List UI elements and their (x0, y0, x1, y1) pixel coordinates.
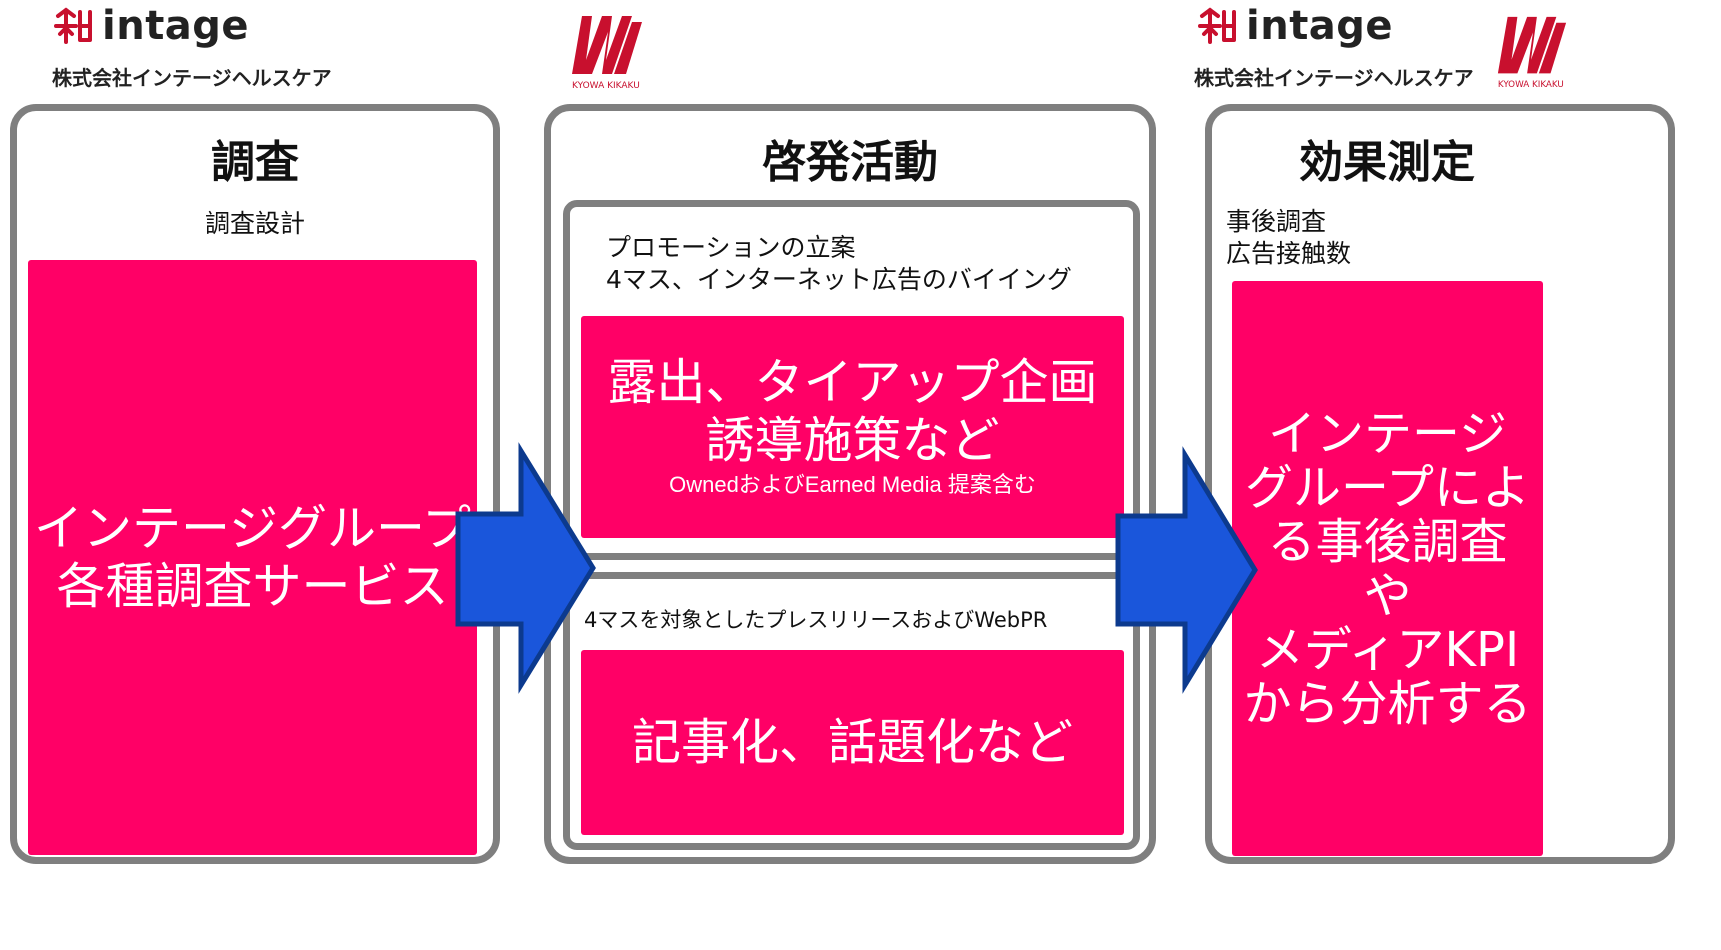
post-survey-line: から分析する (1243, 675, 1532, 732)
pr-note: 4マスを対象としたプレスリリースおよびWebPR (584, 608, 1048, 632)
kyowa-caption: KYOWA KIKAKU (572, 81, 640, 91)
post-survey-line: インテージ (1267, 405, 1508, 462)
measurement-note-line1: 事後調査 (1226, 207, 1327, 236)
intage-company-name-right: 株式会社インテージヘルスケア (1194, 66, 1474, 90)
coverage-box-text: 記事化、話題化など (631, 713, 1073, 771)
measurement-note-line2: 広告接触数 (1226, 239, 1352, 268)
intage-mark-icon (1198, 7, 1236, 44)
intage-wordmark: intage (1246, 3, 1394, 49)
exposure-box-line1: 露出、タイアップ企画 (607, 354, 1098, 411)
kyowa-logo-icon: KYOWA KIKAKU (572, 16, 642, 91)
intage-mark-icon (54, 7, 92, 44)
exposure-box-sub: OwnedおよびEarned Media 提案含む (669, 472, 1036, 497)
intage-logo-left: intage (52, 6, 249, 46)
awareness-heading: 啓発活動 (762, 137, 938, 188)
post-survey-line: る事後調査 (1267, 513, 1508, 570)
coverage-box: 記事化、話題化など (581, 650, 1124, 835)
post-survey-box: インテージ グループによ る事後調査 や メディアKPI から分析する (1232, 281, 1543, 856)
promotion-note-line1: プロモーションの立案 (606, 233, 856, 262)
research-note: 調査設計 (204, 209, 305, 238)
research-heading: 調査 (211, 137, 299, 188)
post-survey-line: や (1363, 567, 1412, 624)
post-survey-line: メディアKPI (1255, 621, 1520, 678)
exposure-box-line2: 誘導施策など (705, 412, 1000, 469)
right-arrow-icon (455, 442, 596, 694)
right-arrow-icon (1115, 446, 1258, 694)
research-box-line2: 各種調査サービス (56, 557, 449, 615)
measurement-heading: 効果測定 (1299, 137, 1475, 188)
research-services-box: インテージグループ 各種調査サービス (28, 260, 477, 855)
intage-company-name-left: 株式会社インテージヘルスケア (52, 66, 332, 90)
kyowa-caption: KYOWA KIKAKU (1498, 80, 1564, 90)
intage-logo-right: intage (1196, 6, 1393, 46)
exposure-box: 露出、タイアップ企画 誘導施策など OwnedおよびEarned Media 提… (581, 316, 1124, 538)
kyowa-logo-icon: KYOWA KIKAKU (1497, 16, 1567, 90)
post-survey-line: グループによ (1244, 459, 1531, 516)
promotion-note-line2: 4マス、インターネット広告のバイイング (606, 265, 1072, 294)
research-box-line1: インテージグループ (33, 499, 472, 557)
intage-wordmark: intage (102, 3, 250, 49)
